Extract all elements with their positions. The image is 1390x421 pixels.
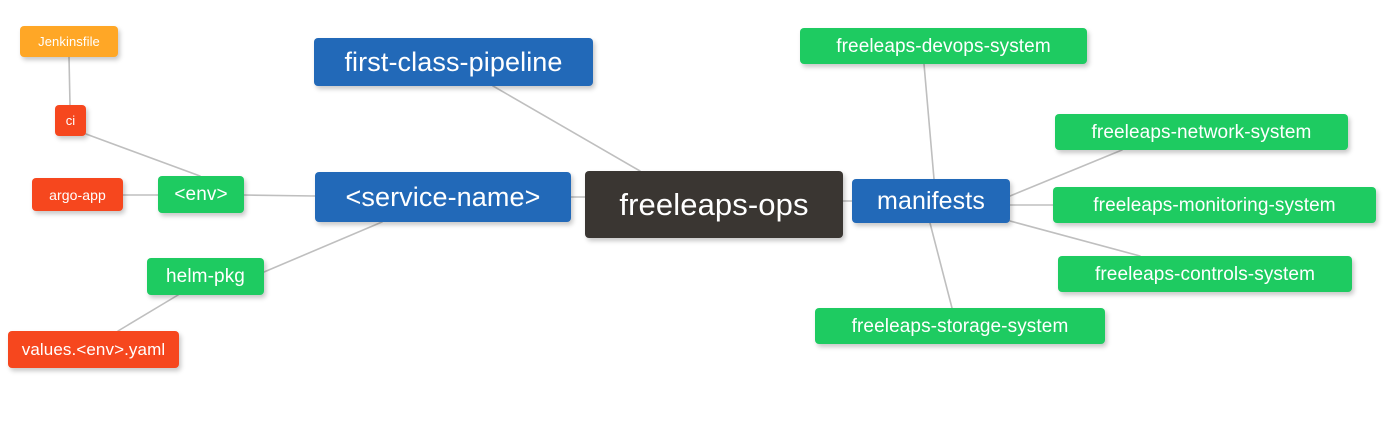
node-label-freeleaps-controls-system: freeleaps-controls-system <box>1094 263 1316 285</box>
node-first-class-pipeline[interactable]: first-class-pipeline <box>314 38 593 86</box>
node-env[interactable]: <env> <box>158 176 244 213</box>
node-label-freeleaps-devops-system: freeleaps-devops-system <box>836 35 1051 57</box>
node-label-freeleaps-network-system: freeleaps-network-system <box>1091 121 1312 143</box>
node-label-freeleaps-monitoring-system: freeleaps-monitoring-system <box>1093 194 1336 216</box>
node-freeleaps-monitoring-system[interactable]: freeleaps-monitoring-system <box>1053 187 1376 223</box>
edge-manifests-devops <box>923 63 935 180</box>
edge-manifests-controls <box>1009 220 1141 257</box>
node-argo-app[interactable]: argo-app <box>32 178 123 211</box>
node-freeleaps-controls-system[interactable]: freeleaps-controls-system <box>1058 256 1352 292</box>
node-helm-pkg[interactable]: helm-pkg <box>147 258 264 295</box>
node-label-freeleaps-ops: freeleaps-ops <box>619 187 809 222</box>
node-label-service-name: <service-name> <box>345 181 541 212</box>
node-manifests[interactable]: manifests <box>852 179 1010 223</box>
node-label-jenkinsfile: Jenkinsfile <box>38 34 100 49</box>
edge-values-helm <box>117 294 179 332</box>
node-label-env: <env> <box>174 184 228 205</box>
node-freeleaps-storage-system[interactable]: freeleaps-storage-system <box>815 308 1105 344</box>
edge-jenkinsfile-ci <box>68 56 71 106</box>
edge-ci-env <box>85 133 201 177</box>
edge-env-service <box>243 194 316 197</box>
edge-helm-service <box>263 221 383 273</box>
node-label-ci: ci <box>65 113 76 128</box>
node-service-name[interactable]: <service-name> <box>315 172 571 222</box>
node-freeleaps-ops[interactable]: freeleaps-ops <box>585 171 843 238</box>
node-jenkinsfile[interactable]: Jenkinsfile <box>20 26 118 57</box>
node-label-argo-app: argo-app <box>49 186 106 203</box>
node-label-freeleaps-storage-system: freeleaps-storage-system <box>851 315 1069 337</box>
node-freeleaps-devops-system[interactable]: freeleaps-devops-system <box>800 28 1087 64</box>
node-label-first-class-pipeline: first-class-pipeline <box>344 46 563 77</box>
edge-pipeline-ops <box>492 85 641 172</box>
node-ci[interactable]: ci <box>55 105 86 136</box>
node-values-env-yaml[interactable]: values.<env>.yaml <box>8 331 179 368</box>
node-freeleaps-network-system[interactable]: freeleaps-network-system <box>1055 114 1348 150</box>
edge-manifests-storage <box>929 222 953 309</box>
node-label-helm-pkg: helm-pkg <box>166 266 245 287</box>
node-label-manifests: manifests <box>877 186 985 215</box>
node-label-values-env-yaml: values.<env>.yaml <box>21 340 166 359</box>
